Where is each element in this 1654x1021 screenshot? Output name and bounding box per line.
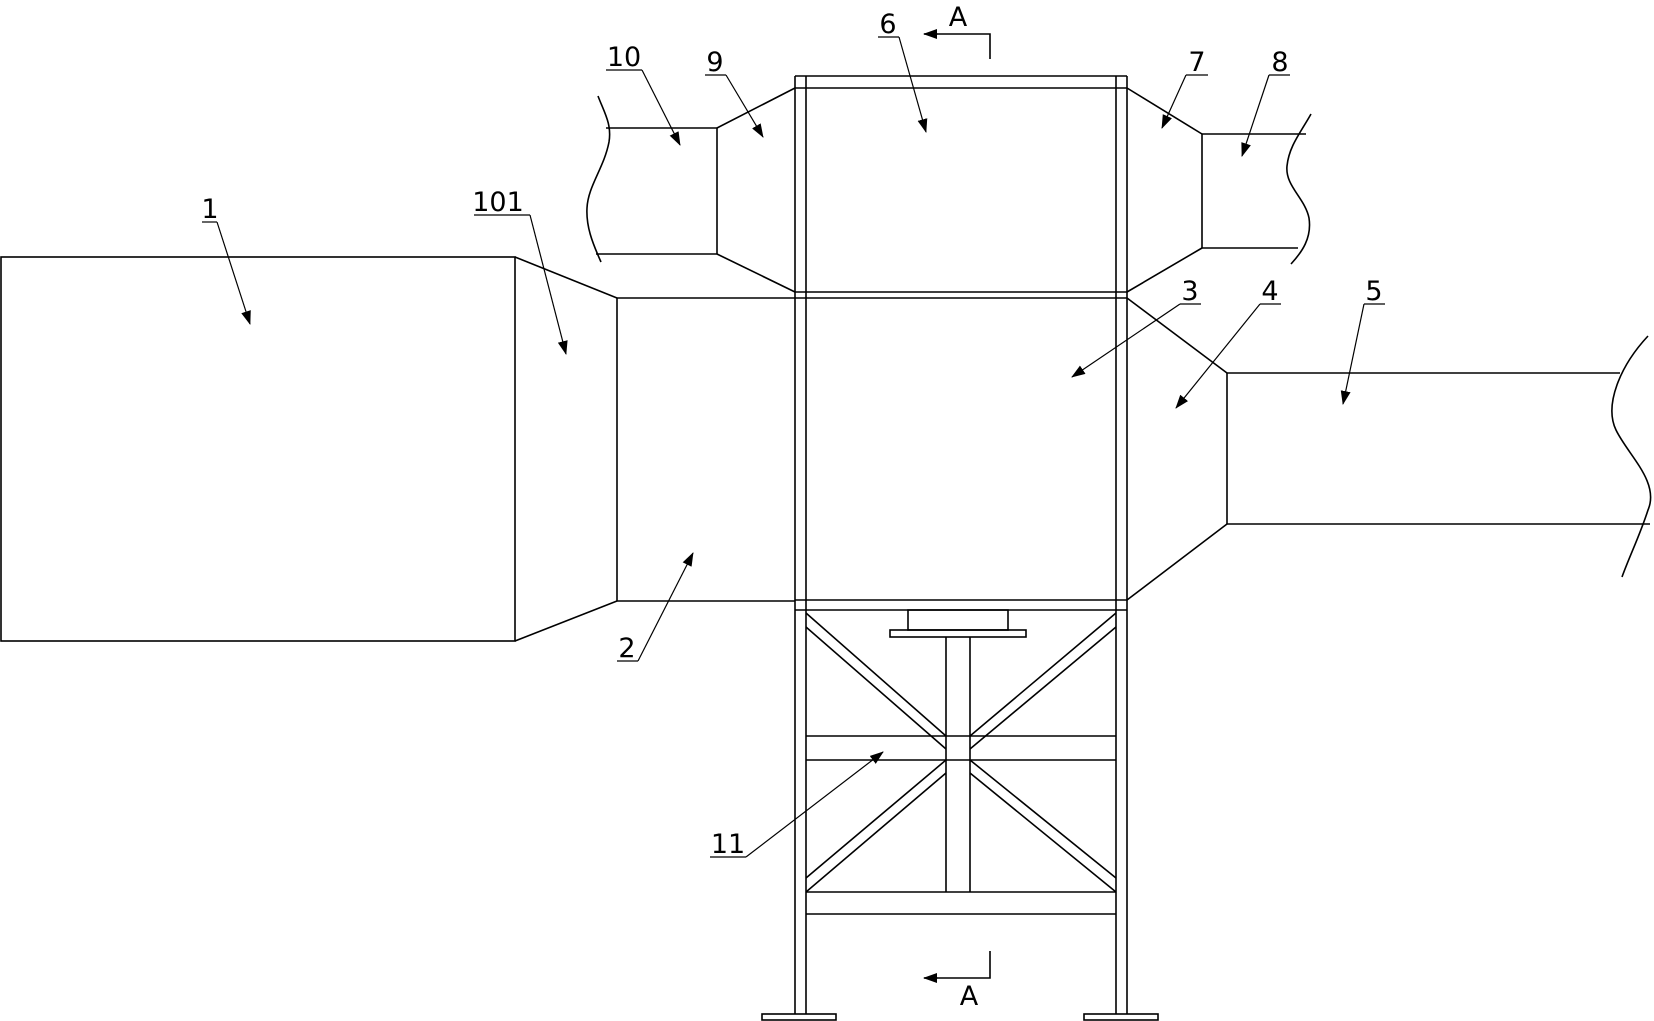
frame-beams: [795, 75, 1127, 915]
label-3: 3: [1181, 276, 1198, 307]
label-9: 9: [706, 47, 723, 78]
part-5-duct: [1227, 335, 1652, 578]
part-10-duct: [586, 95, 717, 263]
label-101: 101: [472, 187, 524, 218]
label-6: 6: [879, 9, 896, 40]
part-11-support: [805, 609, 1117, 893]
callout-9: 9: [705, 47, 764, 138]
label-2: 2: [618, 633, 635, 664]
callout-3: 3: [1071, 276, 1201, 378]
part-1-box: [0, 256, 516, 642]
callout-5: 5: [1340, 276, 1385, 405]
section-label-top: A: [949, 2, 968, 33]
label-8: 8: [1271, 47, 1288, 78]
label-4: 4: [1261, 276, 1278, 307]
part-9-transition: [716, 87, 796, 293]
label-1: 1: [201, 194, 218, 225]
frame-columns: [794, 76, 1128, 1014]
section-marker-top: A: [923, 2, 991, 59]
part-8-duct: [1202, 113, 1312, 265]
section-marker-bottom: A: [923, 951, 991, 1012]
base-plates: [761, 1013, 1159, 1021]
callout-6: 6: [878, 9, 928, 133]
part-4-transition: [1126, 297, 1228, 601]
part-7-transition: [1126, 87, 1203, 293]
label-5: 5: [1365, 276, 1382, 307]
part-2-duct: [617, 297, 795, 602]
label-11: 11: [711, 829, 745, 860]
callout-7: 7: [1161, 47, 1208, 129]
callout-11: 11: [710, 751, 884, 860]
callout-101: 101: [472, 187, 568, 355]
label-7: 7: [1188, 47, 1205, 78]
part-101-transition: [514, 256, 618, 642]
label-10: 10: [607, 42, 641, 73]
callout-8: 8: [1241, 47, 1290, 157]
callout-4: 4: [1175, 276, 1281, 409]
section-label-bottom: A: [960, 981, 979, 1012]
callout-2: 2: [617, 552, 694, 664]
callout-1: 1: [201, 194, 251, 325]
callout-10: 10: [606, 42, 681, 146]
